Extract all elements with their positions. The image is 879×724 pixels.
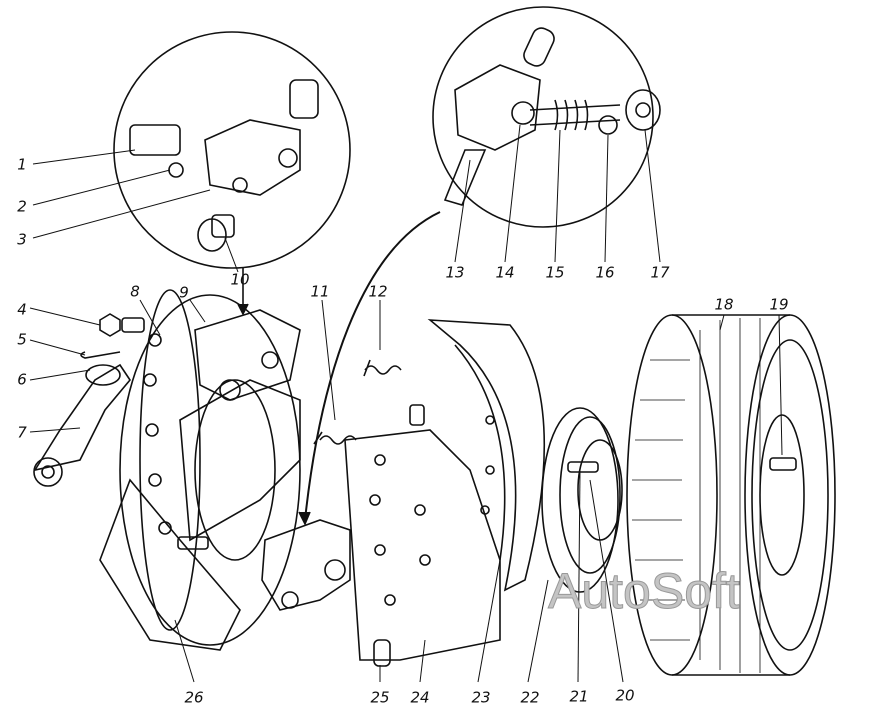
part-label: 26 bbox=[184, 688, 204, 707]
detail-callout-left bbox=[113, 31, 351, 269]
part-label: 18 bbox=[714, 295, 734, 314]
part-label: 17 bbox=[650, 263, 670, 282]
part-label: 7 bbox=[17, 423, 27, 442]
part-label: 13 bbox=[445, 263, 465, 282]
part-label: 25 bbox=[370, 688, 390, 707]
detail-callout-right bbox=[432, 6, 654, 228]
part-label: 15 bbox=[545, 263, 565, 282]
part-label: 5 bbox=[17, 330, 27, 349]
part-label: 16 bbox=[595, 263, 615, 282]
part-label: 21 bbox=[569, 687, 589, 706]
part-label: 23 bbox=[471, 688, 491, 707]
part-label: 22 bbox=[520, 688, 540, 707]
part-label: 6 bbox=[17, 370, 27, 389]
part-label: 1 bbox=[17, 155, 27, 174]
part-label: 4 bbox=[17, 300, 27, 319]
part-label: 3 bbox=[17, 230, 27, 249]
part-label: 12 bbox=[368, 282, 388, 301]
part-label: 11 bbox=[310, 282, 330, 301]
part-label: 19 bbox=[769, 295, 789, 314]
part-label: 9 bbox=[179, 283, 189, 302]
part-label: 2 bbox=[17, 197, 27, 216]
part-label: 20 bbox=[615, 686, 635, 705]
part-label: 14 bbox=[495, 263, 515, 282]
part-label: 8 bbox=[130, 282, 140, 301]
part-label: 10 bbox=[230, 270, 250, 289]
part-label: 24 bbox=[410, 688, 430, 707]
watermark: AutoSoft bbox=[548, 563, 741, 620]
